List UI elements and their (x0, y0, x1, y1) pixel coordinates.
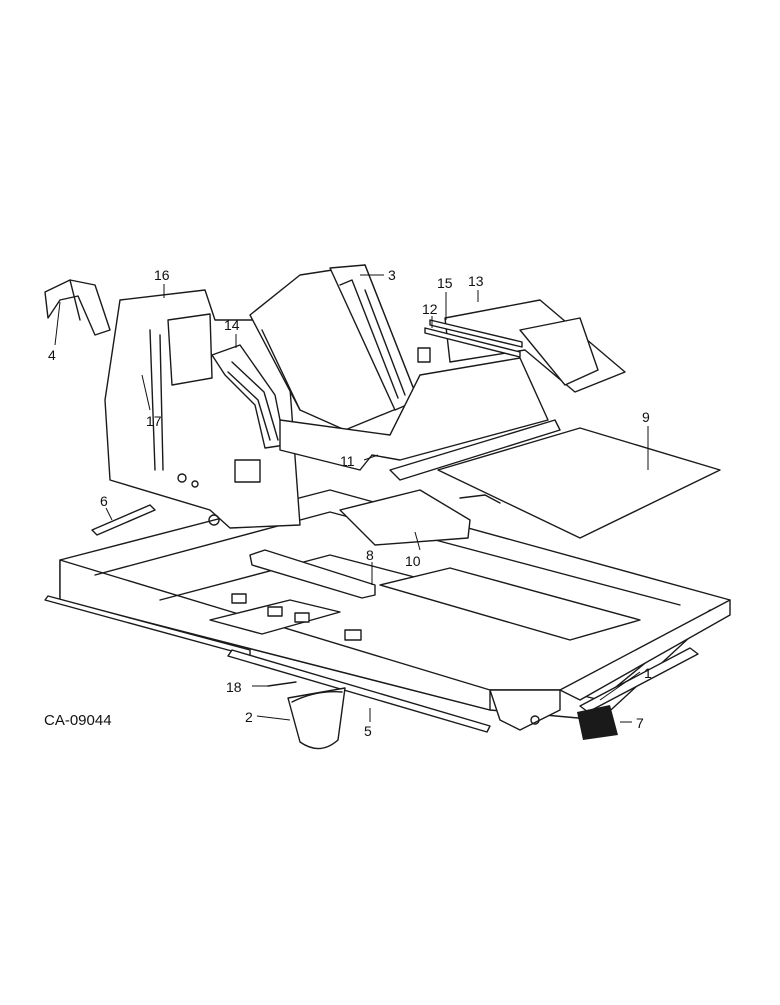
floor-frame (59, 489, 731, 731)
cup-holder (287, 687, 346, 750)
cross-member (339, 489, 471, 546)
side-angle (579, 647, 699, 713)
callout-11: 11 (340, 453, 355, 469)
callout-3: 3 (388, 267, 396, 283)
support-channel (249, 549, 376, 599)
callout-labels: 1 2 3 4 5 6 7 8 9 10 11 12 13 14 15 16 1 (44, 267, 652, 739)
side-trim-strip (44, 595, 491, 733)
callout-4: 4 (48, 347, 56, 363)
left-side-panel (104, 289, 301, 529)
pin (267, 681, 297, 687)
callout-6: 6 (100, 493, 108, 509)
callout-17: 17 (146, 413, 162, 429)
floor-mat (437, 427, 721, 539)
pad-block (577, 705, 618, 740)
callout-8: 8 (366, 547, 374, 563)
callout-1: 1 (644, 665, 652, 681)
callout-2: 2 (245, 709, 253, 725)
callout-13: 13 (468, 273, 484, 289)
bracket-part-4 (44, 279, 111, 336)
callout-16: 16 (154, 267, 170, 283)
seal-strips (424, 319, 523, 358)
callout-18: 18 (226, 679, 242, 695)
figure-code: CA-09044 (44, 712, 112, 729)
callout-5: 5 (364, 723, 372, 739)
callout-15: 15 (437, 275, 453, 291)
callout-9: 9 (642, 409, 650, 425)
rear-trim-strip (91, 504, 156, 536)
tunnel-cover (417, 299, 626, 393)
floor-plate-center (279, 357, 561, 481)
callout-12: 12 (422, 301, 438, 317)
callout-14: 14 (224, 317, 240, 333)
callout-7: 7 (636, 715, 644, 731)
callout-10: 10 (405, 553, 421, 569)
curved-fender (211, 344, 286, 449)
